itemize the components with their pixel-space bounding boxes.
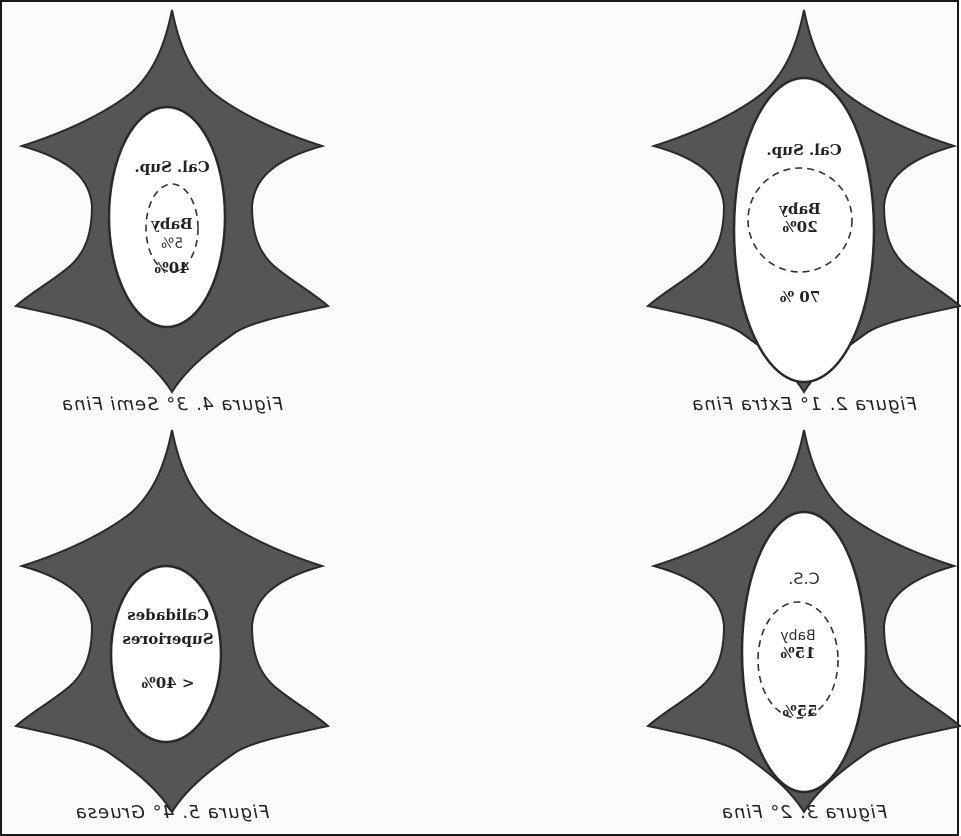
figure-5-label-2: Superiores	[122, 630, 213, 648]
figure-5-oval	[111, 566, 221, 742]
figure-5-label-1: Calidades	[127, 606, 209, 624]
figure-4-caption: Figura 4. 3° Semi Fina	[61, 394, 283, 415]
figure-3-group: C.S. Baby 15% 55%	[648, 430, 960, 812]
figure-3-label-2: Baby	[780, 628, 815, 644]
figure-3-caption-group: Figura 3. 2° Fina	[721, 802, 887, 823]
figure-4-caption-group: Figura 4. 3° Semi Fina	[61, 394, 283, 415]
figure-2-caption-group: Figura 2. 1° Extra Fina	[691, 394, 916, 415]
figure-2-group: Cal. Sup. Baby 20% 70 %	[648, 10, 960, 392]
figure-2-label-3: 20%	[782, 218, 817, 236]
figure-4-group: Cal. Sup. Baby 5% 40%	[16, 10, 328, 392]
figure-4-label-3: 5%	[161, 236, 183, 252]
figure-3-label-3: 15%	[780, 644, 815, 662]
figure-3-caption: Figura 3. 2° Fina	[721, 802, 887, 823]
figure-3-label-4: 55%	[782, 702, 817, 720]
figure-4-label-2: Baby	[150, 215, 193, 233]
figure-2-label-2: Baby	[778, 200, 821, 218]
figure-3-label-1: C.S.	[788, 569, 820, 588]
figure-5-caption: Figura 5. 4° Gruesa	[75, 802, 270, 823]
figure-2-caption: Figura 2. 1° Extra Fina	[691, 394, 916, 415]
figure-2-label-4: 70 %	[780, 288, 820, 306]
figure-4-label-1: Cal. Sup.	[134, 158, 209, 176]
figure-5-caption-group: Figura 5. 4° Gruesa	[75, 802, 270, 823]
figure-4-label-4: 40%	[154, 259, 189, 277]
figure-5-group: Calidades Superiores < 40%	[16, 430, 328, 812]
figure-2-label-1: Cal. Sup.	[766, 141, 841, 159]
figure-5-label-3: < 40%	[142, 674, 195, 692]
